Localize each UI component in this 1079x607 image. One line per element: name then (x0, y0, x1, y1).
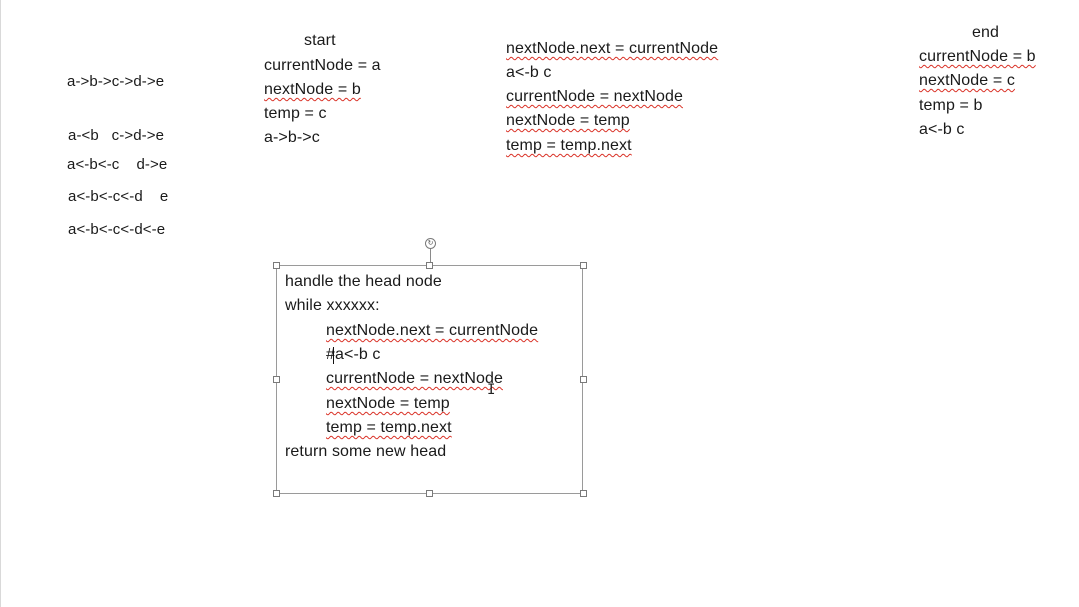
code-line-assign-current-text: currentNode = nextNode (326, 370, 503, 387)
reversal-step-3: a<-b<-c<-d e (68, 188, 169, 205)
code-line-assign-temp-text: temp = temp.next (326, 419, 452, 436)
middle-assign-temp: temp = temp.next (506, 136, 632, 156)
middle-assign-nextnode: nextNode = temp (506, 111, 630, 131)
code-line-assign-current[interactable]: currentNode = nextNode (326, 369, 503, 389)
middle-assign-temp-text: temp = temp.next (506, 137, 632, 154)
code-line-return[interactable]: return some new head (285, 443, 447, 460)
start-next-node: nextNode = b (264, 80, 361, 100)
rotate-icon[interactable]: ↻ (425, 238, 436, 249)
middle-list-state: a<-b c (506, 64, 552, 81)
reversal-step-4: a<-b<-c<-d<-e (68, 221, 166, 238)
code-line-assign-temp[interactable]: temp = temp.next (326, 418, 452, 438)
end-next-node-text: nextNode = c (919, 72, 1015, 89)
start-title: start (304, 32, 336, 49)
resize-handle-bottom-right[interactable] (580, 490, 587, 497)
code-line-assign-next[interactable]: nextNode.next = currentNode (326, 321, 538, 341)
middle-assign-current-text: currentNode = nextNode (506, 88, 683, 105)
middle-assign-next-text: nextNode.next = currentNode (506, 40, 719, 57)
end-current-node: currentNode = b (919, 47, 1036, 67)
code-line-while[interactable]: while xxxxxx: (285, 297, 380, 314)
reversal-step-0: a->b->c->d->e (67, 73, 165, 90)
start-temp: temp = c (264, 105, 327, 122)
start-current-node: currentNode = a (264, 57, 381, 74)
middle-assign-nextnode-text: nextNode = temp (506, 112, 630, 129)
code-line-head[interactable]: handle the head node (285, 273, 442, 290)
code-line-assign-next-text: nextNode.next = currentNode (326, 322, 539, 339)
end-current-node-text: currentNode = b (919, 48, 1036, 65)
code-line-assign-nextnode-text: nextNode = temp (326, 395, 450, 412)
start-list: a->b->c (264, 129, 320, 146)
end-list: a<-b c (919, 121, 965, 138)
middle-assign-current: currentNode = nextNode (506, 87, 683, 107)
code-line-comment[interactable]: #a<-b c (326, 346, 381, 363)
page-edge (0, 0, 1, 607)
resize-handle-top-right[interactable] (580, 262, 587, 269)
end-next-node: nextNode = c (919, 71, 1015, 91)
resize-handle-bottom-left[interactable] (273, 490, 280, 497)
end-temp: temp = b (919, 97, 983, 114)
ibeam-cursor-icon: I (487, 382, 496, 398)
end-title: end (972, 24, 999, 41)
resize-handle-left[interactable] (273, 376, 280, 383)
middle-assign-next: nextNode.next = currentNode (506, 39, 718, 59)
resize-handle-top-left[interactable] (273, 262, 280, 269)
resize-handle-top[interactable] (426, 262, 433, 269)
reversal-step-2: a<-b<-c d->e (67, 156, 168, 173)
resize-handle-bottom[interactable] (426, 490, 433, 497)
start-next-node-text: nextNode = b (264, 81, 361, 98)
reversal-step-1: a-<b c->d->e (68, 127, 165, 144)
rotate-handle-stem (430, 248, 431, 265)
resize-handle-right[interactable] (580, 376, 587, 383)
text-caret (333, 347, 334, 364)
code-line-assign-nextnode[interactable]: nextNode = temp (326, 394, 450, 414)
